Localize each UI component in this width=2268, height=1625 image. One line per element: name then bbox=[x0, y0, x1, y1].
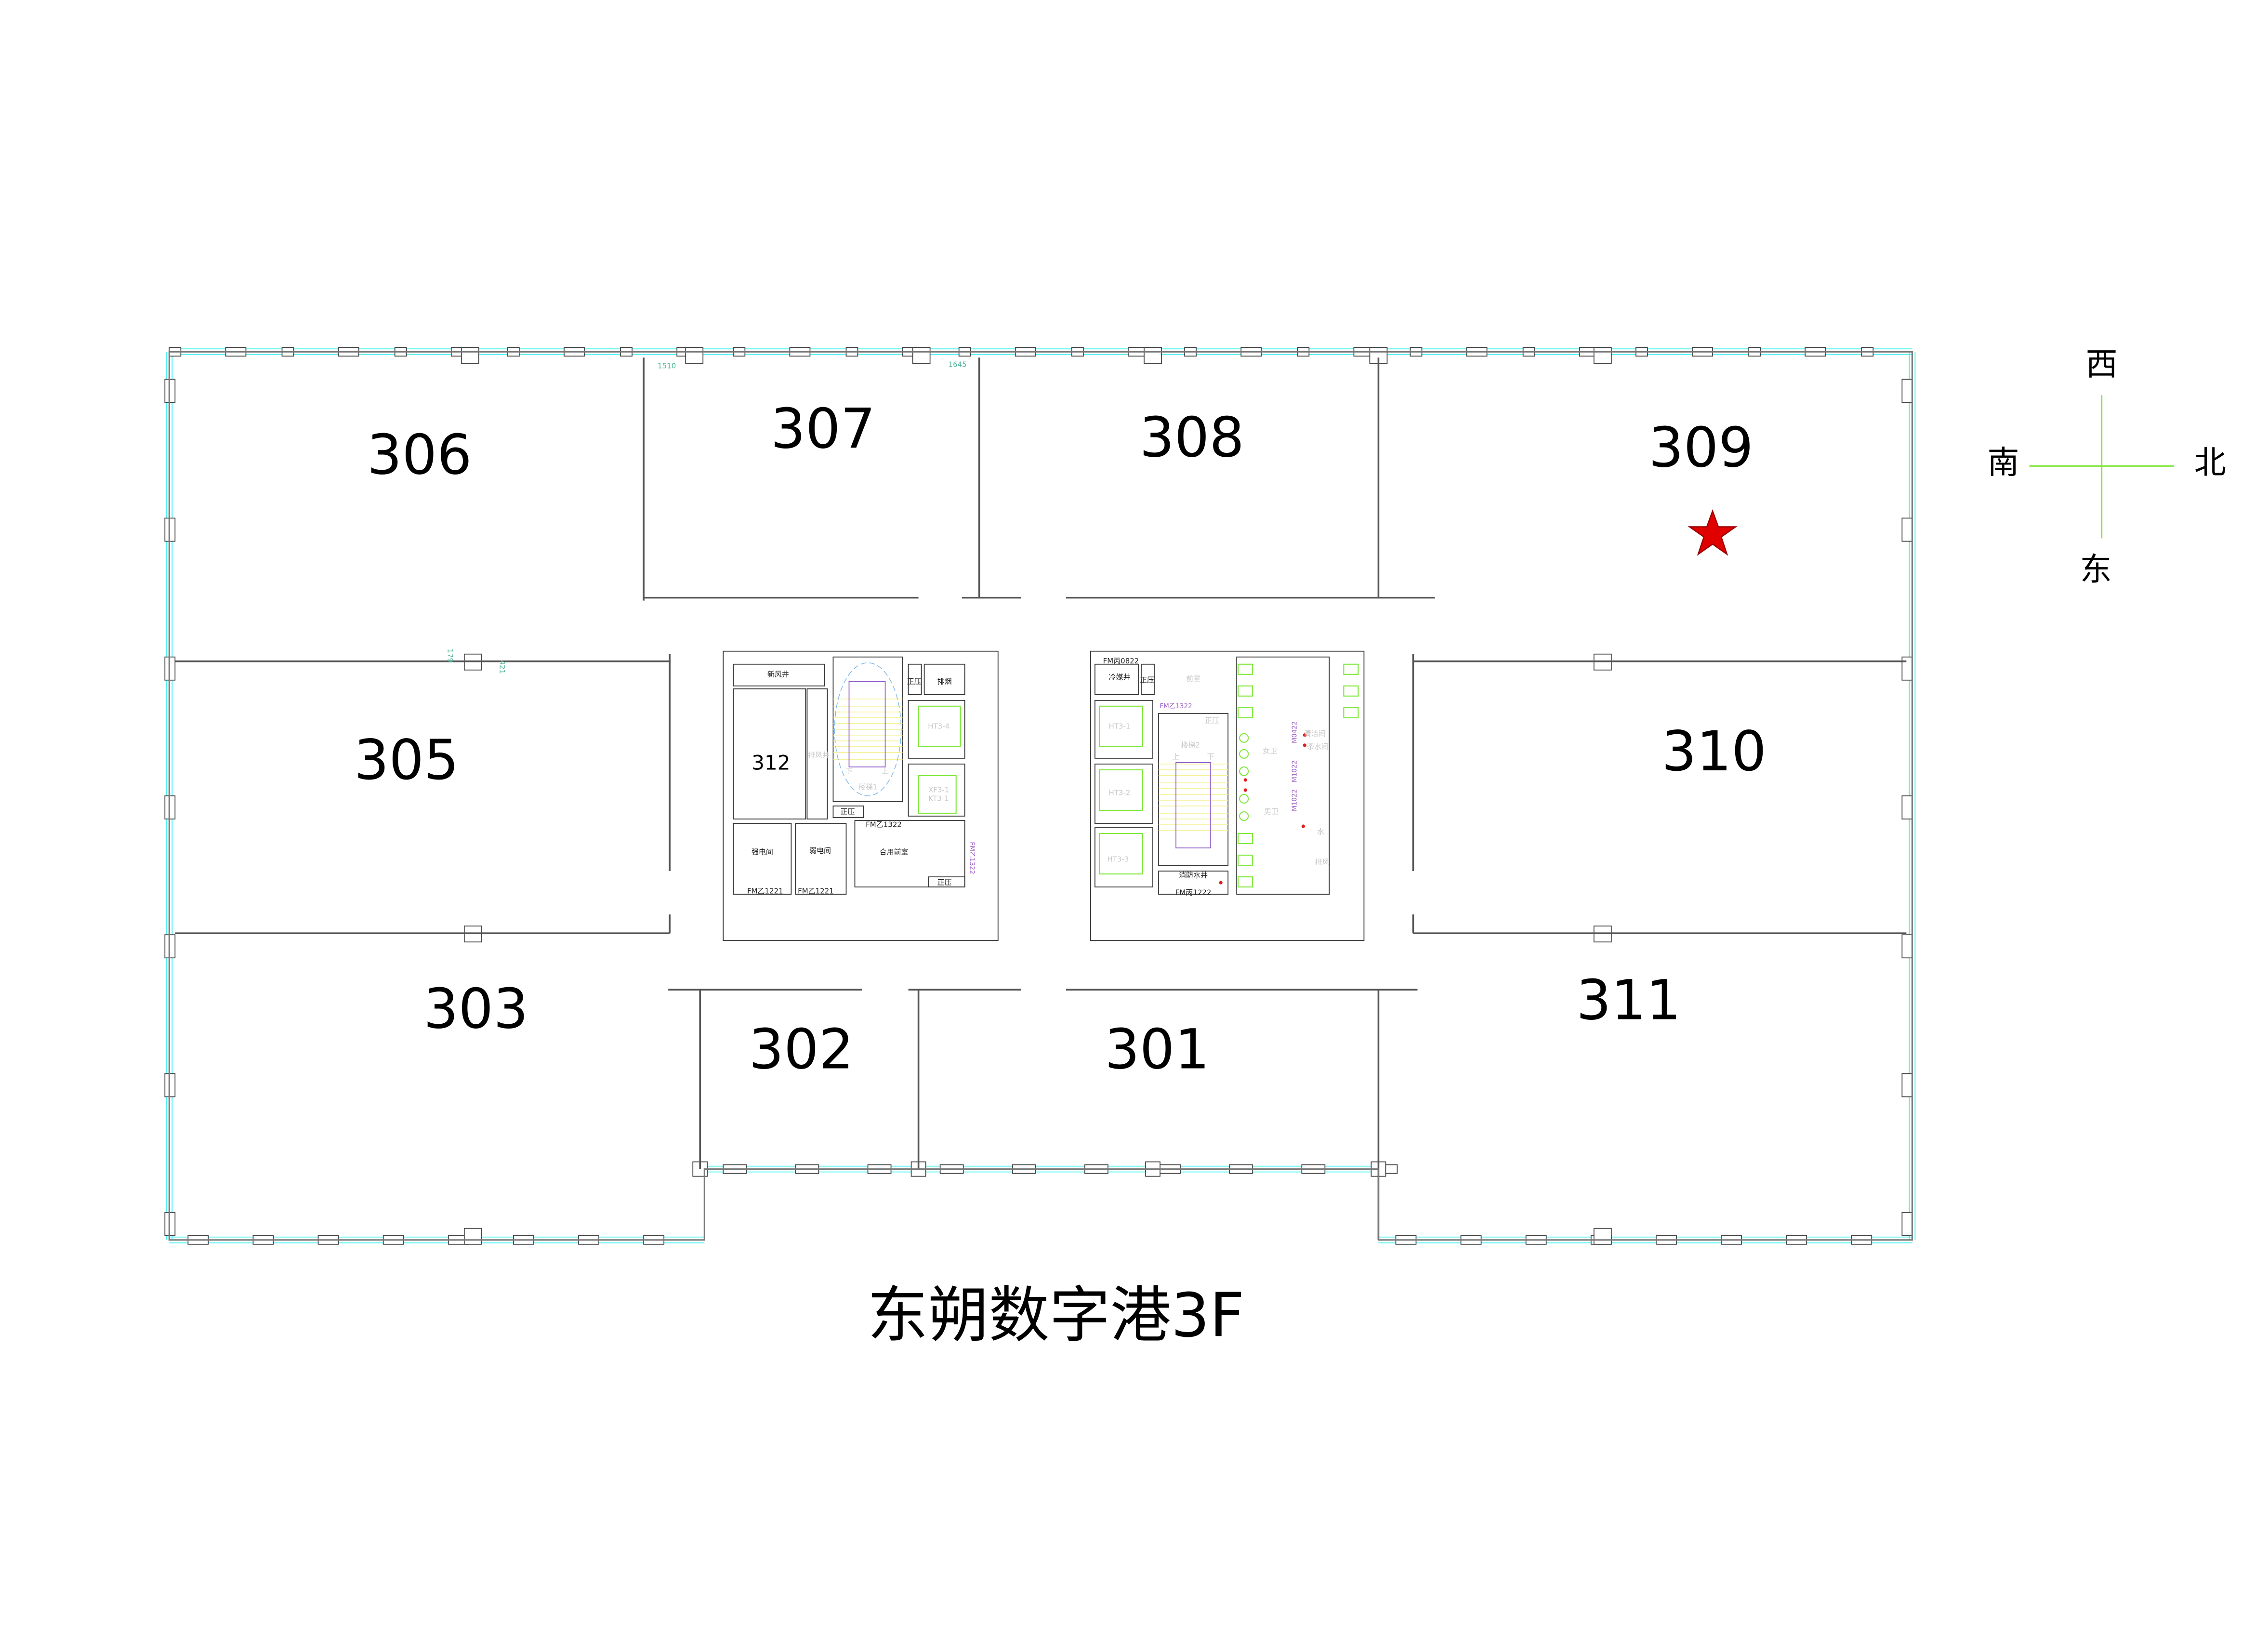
column-box bbox=[1901, 795, 1913, 819]
exhaust-shaft-label: 排风井 bbox=[808, 751, 830, 759]
room-303-label: 303 bbox=[423, 977, 528, 1041]
floor-title: 东朔数字港3F bbox=[867, 1280, 1244, 1351]
pressure-label: 正压 bbox=[840, 807, 855, 816]
column-box bbox=[1901, 379, 1913, 403]
tea-room-label: 茶水间 bbox=[1307, 742, 1329, 751]
elevator-ht3-2-label: HT3-2 bbox=[1108, 788, 1130, 797]
dimension-label: 1645 bbox=[949, 360, 967, 369]
door-label: FM乙1322 bbox=[866, 820, 902, 829]
column-box bbox=[1144, 347, 1162, 364]
stair-up-label: 上 bbox=[1173, 752, 1180, 761]
interior-walls bbox=[168, 351, 1913, 1241]
dimension-label: 179 bbox=[446, 648, 454, 662]
exhaust-label: 排风 bbox=[1315, 858, 1329, 867]
room-305-label: 305 bbox=[354, 728, 459, 792]
compass: 西 南 北 东 bbox=[1988, 345, 2226, 588]
fresh-air-shaft-label: 新风井 bbox=[767, 670, 789, 678]
stair-down-label: 下 bbox=[1207, 752, 1214, 761]
elevator-kt3-1-label: KT3-1 bbox=[928, 794, 949, 803]
room-301-label: 301 bbox=[1105, 1017, 1210, 1082]
column-box bbox=[1901, 517, 1913, 542]
right-core: FM丙0822 冷媒井 正压 前室 FM乙1322 正压 楼梯2 上 下 HT3… bbox=[1090, 650, 1365, 941]
column-box bbox=[1901, 1212, 1913, 1236]
door-label: FM丙1222 bbox=[1175, 888, 1212, 897]
room-308-label: 308 bbox=[1139, 406, 1244, 470]
compass-north: 北 bbox=[2194, 444, 2226, 481]
mens-wc-label: 男卫 bbox=[1264, 807, 1279, 816]
door-label: FM乙1322 bbox=[1160, 702, 1192, 710]
door-label: M0422 bbox=[1291, 721, 1298, 743]
room-312-label: 312 bbox=[752, 751, 790, 774]
lobby-label: 前室 bbox=[1186, 674, 1200, 683]
compass-south: 南 bbox=[1988, 444, 2019, 481]
water-label: 水 bbox=[1317, 828, 1324, 836]
dimension-label: 421 bbox=[498, 660, 506, 674]
room-307-label: 307 bbox=[771, 397, 876, 461]
room-306-label: 306 bbox=[367, 423, 472, 487]
fire-water-shaft-label: 消防水井 bbox=[1179, 871, 1208, 880]
cleaning-room-label: 清洁间 bbox=[1304, 729, 1326, 738]
column-box bbox=[685, 347, 704, 364]
room-302-label: 302 bbox=[749, 1017, 854, 1082]
elevator-xf3-1-label: XF3-1 bbox=[928, 785, 949, 794]
weak-power-room-label: 弱电间 bbox=[809, 846, 831, 855]
compass-east: 东 bbox=[2080, 551, 2112, 588]
pressure-label: 正压 bbox=[907, 677, 922, 686]
column-box bbox=[463, 1228, 482, 1245]
column-box bbox=[1593, 1228, 1612, 1245]
room-311-label: 311 bbox=[1576, 968, 1681, 1032]
stair-down-label: 下 bbox=[845, 766, 853, 775]
pressure-label: 正压 bbox=[1205, 716, 1219, 725]
stair-1-label: 楼梯1 bbox=[858, 782, 878, 791]
room-309-label: 309 bbox=[1648, 416, 1754, 480]
door-label: FM丙0822 bbox=[1103, 657, 1139, 665]
column-box bbox=[1593, 347, 1612, 364]
dimension-label: 1510 bbox=[658, 362, 676, 370]
stair-up-label: 上 bbox=[882, 766, 889, 775]
column-box bbox=[1901, 934, 1913, 959]
womens-wc-label: 女卫 bbox=[1263, 746, 1277, 755]
door-label: M1022 bbox=[1291, 789, 1298, 811]
elevator-ht3-1-label: HT3-1 bbox=[1108, 722, 1130, 730]
column-box bbox=[912, 347, 931, 364]
smoke-exhaust-label: 排烟 bbox=[937, 677, 952, 686]
elevator-ht3-3-label: HT3-3 bbox=[1107, 855, 1129, 864]
room-310-label: 310 bbox=[1661, 719, 1767, 783]
elevator-ht3-4-label: HT3-4 bbox=[928, 722, 949, 730]
pressure-label: 正压 bbox=[1140, 675, 1154, 684]
left-core: 312 新风井 排风井 正压 排烟 HT3-4 XF3-1 KT3-1 楼梯1 … bbox=[723, 650, 999, 941]
red-star-icon bbox=[1688, 509, 1738, 556]
door-label: FM乙1322 bbox=[968, 842, 976, 874]
door-label: FM乙1221 bbox=[798, 887, 834, 896]
shared-lobby-label: 合用前室 bbox=[880, 848, 909, 857]
pressure-label: 正压 bbox=[937, 878, 952, 887]
compass-west: 西 bbox=[2086, 345, 2118, 383]
column-box bbox=[1901, 1073, 1913, 1097]
strong-power-room-label: 强电间 bbox=[752, 848, 773, 857]
column-box bbox=[461, 347, 479, 364]
refrigerant-shaft-label: 冷媒井 bbox=[1108, 673, 1130, 681]
door-label: M1022 bbox=[1291, 760, 1298, 782]
door-label: FM乙1221 bbox=[747, 887, 783, 896]
stair-2-label: 楼梯2 bbox=[1181, 740, 1200, 749]
